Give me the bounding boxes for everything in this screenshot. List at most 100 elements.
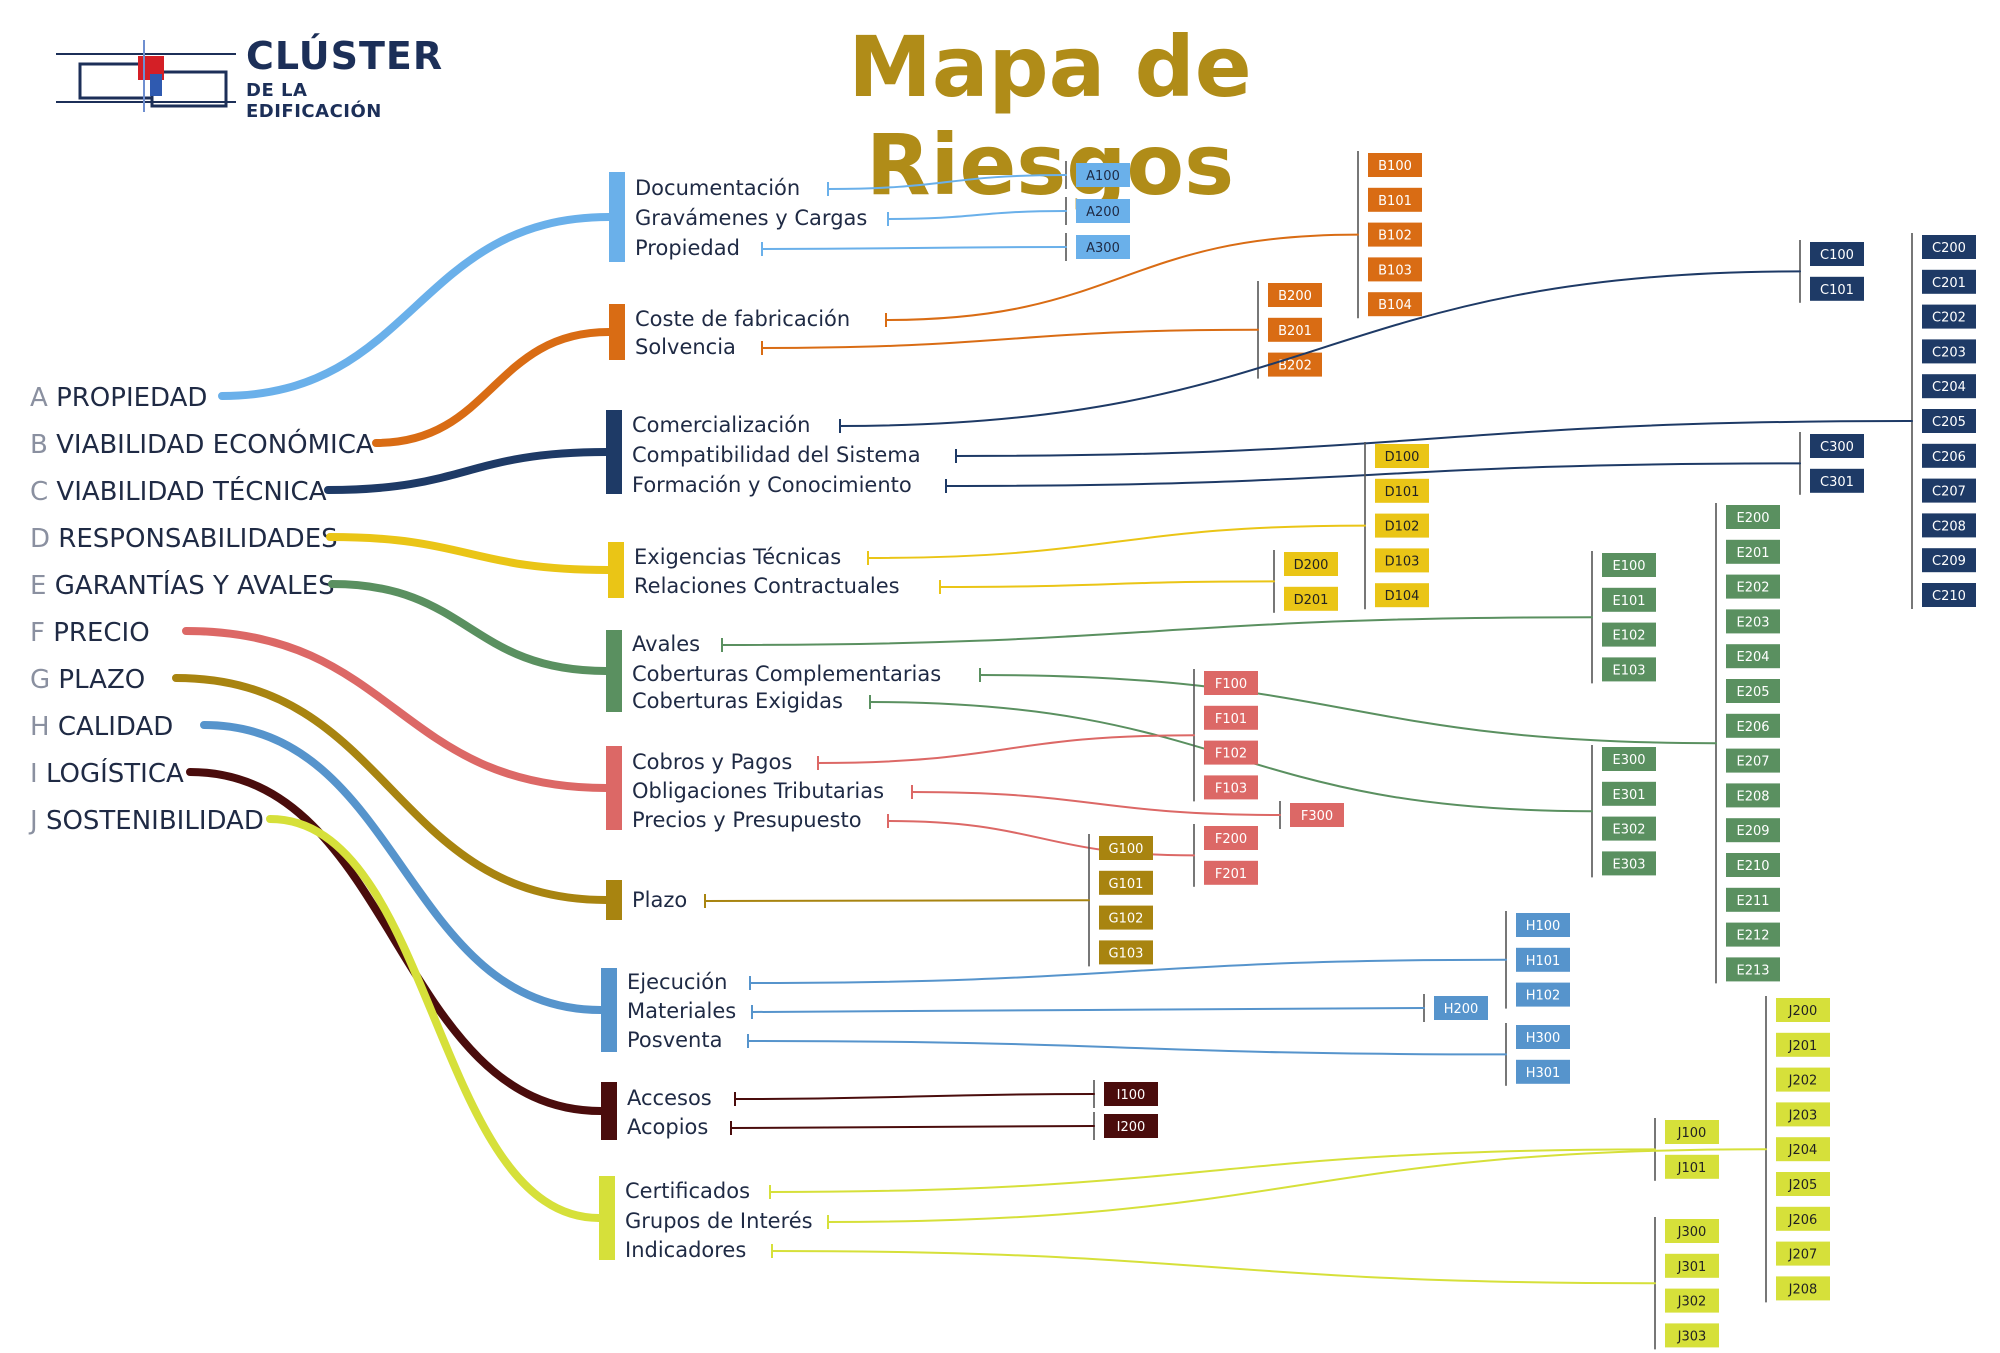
category-letter: G: [30, 665, 58, 695]
category-name: CALIDAD: [58, 712, 173, 742]
code-box-d100: [1375, 444, 1429, 468]
code-box-c209: [1922, 548, 1976, 573]
subcategory-label: Coste de fabricación: [635, 307, 850, 331]
hub-bar: [606, 880, 622, 920]
subcategory-label: Precios y Presupuesto: [632, 808, 862, 832]
code-box-d101: [1375, 478, 1429, 503]
code-box-f102: [1204, 740, 1258, 765]
category-letter: E: [30, 571, 55, 601]
category-viabilidad-economica: B VIABILIDAD ECONÓMICA: [30, 428, 374, 460]
code-box-c205: [1922, 409, 1976, 433]
sub-connector: [979, 674, 1717, 745]
code-label: E209: [1736, 824, 1769, 839]
category-letter: B: [30, 430, 56, 460]
code-label: H301: [1526, 1066, 1561, 1081]
subcategory-label: Indicadores: [625, 1238, 746, 1262]
subcategory-label: Relaciones Contractuales: [634, 574, 900, 598]
code-box-h301: [1516, 1059, 1570, 1084]
code-box-j207: [1776, 1241, 1830, 1266]
category-name: VIABILIDAD ECONÓMICA: [56, 428, 374, 460]
code-label: E100: [1612, 559, 1645, 574]
category-name: GARANTÍAS Y AVALES: [55, 569, 335, 601]
code-box-b102: [1368, 222, 1422, 247]
code-box-c204: [1922, 374, 1976, 399]
code-label: C100: [1820, 248, 1854, 263]
code-box-b100: [1368, 153, 1422, 177]
code-label: C209: [1932, 554, 1966, 569]
code-label: J206: [1788, 1213, 1818, 1228]
sub-connector: [749, 958, 1507, 984]
category-letter: J: [28, 806, 46, 836]
category-name: PRECIO: [53, 618, 149, 648]
code-box-f200: [1204, 826, 1258, 850]
sub-connector: [939, 580, 1275, 588]
code-box-h101: [1516, 947, 1570, 972]
code-label: I100: [1117, 1088, 1146, 1103]
code-label: E206: [1736, 720, 1769, 735]
code-label: J301: [1677, 1260, 1707, 1275]
category-name: PROPIEDAD: [56, 383, 207, 413]
code-label: J101: [1677, 1161, 1707, 1176]
code-box-e204: [1726, 644, 1780, 669]
subcategory-label: Cobros y Pagos: [632, 750, 792, 774]
code-box-h200: [1434, 996, 1488, 1020]
category-name: VIABILIDAD TÉCNICA: [56, 475, 326, 507]
category-name: PLAZO: [58, 665, 145, 695]
code-box-e207: [1726, 748, 1780, 773]
code-box-e301: [1602, 781, 1656, 806]
category-connector: [324, 448, 610, 494]
code-box-d103: [1375, 548, 1429, 573]
sub-connector: [747, 1040, 1507, 1056]
code-box-e202: [1726, 574, 1780, 599]
category-connector: [172, 674, 610, 904]
code-label: F201: [1215, 867, 1247, 882]
code-box-a200: [1076, 199, 1130, 223]
code-label: J205: [1788, 1178, 1818, 1193]
code-label: D200: [1294, 558, 1329, 573]
subcategory-label: Formación y Conocimiento: [632, 473, 912, 497]
category-connector: [326, 533, 612, 574]
code-label: E207: [1736, 755, 1769, 770]
sub-connector: [817, 734, 1195, 764]
category-viabilidad-tecnica: C VIABILIDAD TÉCNICA: [30, 475, 327, 507]
hub-bar: [609, 172, 625, 262]
subcategory-label: Plazo: [632, 888, 687, 912]
code-box-f101: [1204, 705, 1258, 730]
hub-bar: [599, 1176, 615, 1260]
code-label: E102: [1612, 629, 1645, 644]
code-box-e302: [1602, 816, 1656, 841]
category-letter: C: [30, 477, 56, 507]
code-label: F100: [1215, 677, 1247, 692]
code-label: J303: [1677, 1329, 1707, 1344]
sub-connector: [827, 1148, 1767, 1223]
code-label: B201: [1278, 324, 1312, 339]
code-box-e300: [1602, 747, 1656, 771]
code-label: B103: [1378, 263, 1412, 278]
subcategory-label: Gravámenes y Cargas: [635, 206, 867, 230]
code-label: E200: [1736, 511, 1769, 526]
sub-connector: [887, 210, 1067, 220]
category-name: LOGÍSTICA: [46, 757, 184, 789]
code-box-c300: [1810, 434, 1864, 458]
code-box-e206: [1726, 713, 1780, 738]
category-connector: [182, 627, 610, 792]
category-connector: [218, 213, 613, 400]
subcategory-label: Comercialización: [632, 413, 810, 437]
code-box-c100: [1810, 242, 1864, 266]
code-box-e203: [1726, 609, 1780, 634]
code-label: C206: [1932, 450, 1966, 465]
sub-connector: [769, 1148, 1656, 1193]
code-box-c101: [1810, 276, 1864, 301]
code-label: B102: [1378, 229, 1412, 244]
code-box-f201: [1204, 860, 1258, 885]
code-box-f103: [1204, 775, 1258, 800]
subcategory-label: Solvencia: [635, 335, 736, 359]
code-label: F200: [1215, 832, 1247, 847]
code-box-c200: [1922, 235, 1976, 259]
code-box-b201: [1268, 317, 1322, 342]
code-label: C300: [1820, 440, 1854, 455]
code-box-f300: [1290, 803, 1344, 827]
subcategory-label: Grupos de Interés: [625, 1209, 813, 1233]
category-letter: H: [30, 712, 58, 742]
code-label: J208: [1788, 1282, 1818, 1297]
